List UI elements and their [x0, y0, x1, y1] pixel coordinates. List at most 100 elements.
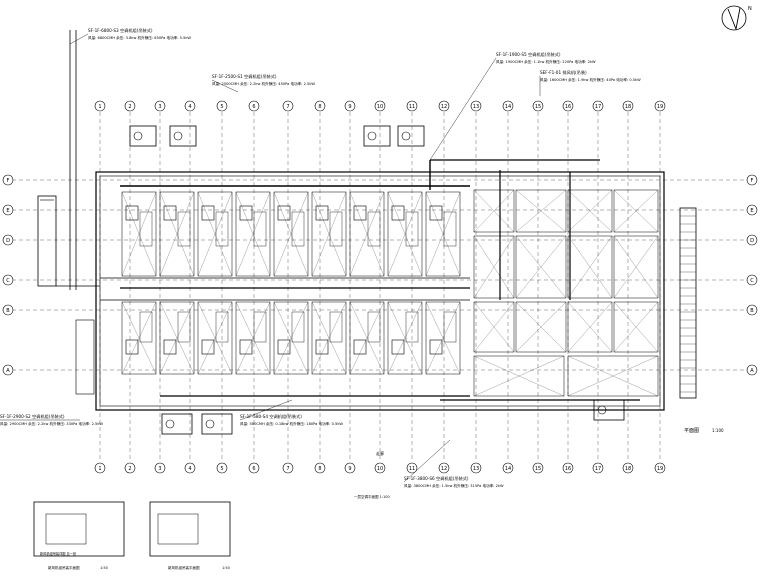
callout-spec: 风量: 2500CMH 余压: 2.2kw 机外静压: 450Pa 电功率: 2… — [212, 81, 315, 86]
service-room — [567, 301, 613, 353]
callout-tag: SF-1F-580-S4 空调机组(吊装式) — [240, 413, 302, 420]
guest-room-lower — [159, 301, 195, 375]
detail-title-2: 新风机组吊装平面图 — [168, 565, 200, 570]
axis-label: A — [6, 368, 10, 374]
room-bed — [291, 211, 305, 247]
axis-bubble-top: 13 — [470, 100, 482, 112]
detail-box — [33, 501, 125, 557]
axis-label: D — [750, 238, 754, 244]
service-room — [567, 189, 613, 233]
axis-bubble-bottom: 7 — [282, 462, 294, 474]
ceiling-diagonal — [311, 191, 347, 277]
axis-label: F — [751, 178, 754, 184]
axis-label: 10 — [377, 104, 383, 110]
leader-line — [211, 79, 239, 93]
room-bed — [329, 211, 343, 247]
service-room — [515, 189, 567, 233]
ahu-unit — [363, 125, 391, 147]
axis-bubble-left: E — [2, 204, 14, 216]
ceiling-diagonal — [567, 301, 613, 353]
room-bed — [253, 211, 267, 247]
ceiling-diagonal — [613, 189, 659, 233]
room-bed — [443, 311, 457, 343]
axis-label: 14 — [505, 104, 511, 110]
detail-unit — [45, 513, 87, 545]
ceiling-diagonal — [567, 235, 613, 299]
bathroom-fixture — [429, 339, 443, 355]
bathroom-fixture — [201, 205, 215, 221]
axis-label: 10 — [377, 466, 383, 472]
bathroom-fixture — [315, 205, 329, 221]
callout-spec: 风量: 3800CMH 余压: 1.5kw 机外静压: 315Pa 电功率: 2… — [404, 483, 504, 488]
service-room — [613, 301, 659, 353]
axis-label: E — [6, 208, 9, 214]
ceiling-diagonal — [473, 301, 515, 353]
axis-bubble-bottom: 11 — [406, 462, 418, 474]
axis-label: 11 — [409, 466, 415, 472]
bathroom-fixture — [315, 339, 329, 355]
callout-spec: 风量: 1900CMH 余压: 1.1kw 机外静压: 220Pa 电功率: 2… — [496, 59, 596, 64]
room-bed — [405, 211, 419, 247]
guest-room-lower — [311, 301, 347, 375]
axis-bubble-left: A — [2, 364, 14, 376]
axis-bubble-right: B — [746, 304, 758, 316]
guest-room-upper — [311, 191, 347, 277]
axis-label: 6 — [252, 104, 255, 110]
axis-bubble-top: 2 — [124, 100, 136, 112]
guest-room-lower — [235, 301, 271, 375]
axis-label: 18 — [625, 466, 631, 472]
guest-room-lower — [121, 301, 157, 375]
axis-bubble-bottom: 1 — [94, 462, 106, 474]
ahu-unit — [161, 413, 193, 435]
ceiling-diagonal — [235, 191, 271, 277]
axis-bubble-top: 16 — [562, 100, 574, 112]
leader-line — [239, 399, 293, 421]
service-room — [613, 189, 659, 233]
axis-bubble-top: 11 — [406, 100, 418, 112]
detail-title-1: 新风机组吊装平面图 — [48, 565, 80, 570]
axis-bubble-top: 7 — [282, 100, 294, 112]
axis-label: 18 — [625, 104, 631, 110]
axis-bubble-bottom: 13 — [470, 462, 482, 474]
guest-room-upper — [273, 191, 309, 277]
axis-label: 7 — [286, 104, 289, 110]
ceiling-diagonal — [197, 191, 233, 277]
ahu-unit — [593, 399, 625, 421]
guest-room-upper — [235, 191, 271, 277]
room-bed — [443, 211, 457, 247]
detail-note: 新风机组吊装详图 见一张 — [40, 551, 77, 556]
service-room — [567, 355, 659, 397]
callout-spec: 风量: 2900CMH 余压: 2.2kw 机外静压: 330Pa 电功率: 2… — [0, 421, 103, 426]
service-room — [473, 355, 565, 397]
ceiling-diagonal — [473, 235, 515, 299]
axis-bubble-left: F — [2, 174, 14, 186]
room-bed — [177, 211, 191, 247]
axis-bubble-bottom: 18 — [622, 462, 634, 474]
ceiling-diagonal — [159, 301, 195, 375]
axis-bubble-bottom: 9 — [344, 462, 356, 474]
axis-bubble-right: A — [746, 364, 758, 376]
stair-outline — [679, 207, 697, 399]
service-room — [473, 301, 515, 353]
axis-bubble-top: 14 — [502, 100, 514, 112]
callout-tag: SF-1F-1900-S5 空调机组(吊装式) — [496, 51, 561, 58]
axis-label: B — [750, 308, 754, 314]
equipment-column — [75, 319, 95, 395]
axis-bubble-bottom: 8 — [314, 462, 326, 474]
equipment-callout: SF-1F-2900-S2 空调机组(吊装式)风量: 2900CMH 余压: 2… — [0, 413, 103, 426]
bathroom-fixture — [201, 339, 215, 355]
axis-bubble-left: D — [2, 234, 14, 246]
room-bed — [405, 311, 419, 343]
axis-label: 19 — [657, 104, 663, 110]
axis-label: 6 — [252, 466, 255, 472]
ceiling-diagonal — [567, 189, 613, 233]
room-bed — [367, 211, 381, 247]
axis-label: 7 — [286, 466, 289, 472]
axis-bubble-bottom: 5 — [216, 462, 228, 474]
axis-bubble-top: 18 — [622, 100, 634, 112]
axis-label: 17 — [595, 466, 601, 472]
axis-bubble-right: C — [746, 274, 758, 286]
axis-label: 5 — [220, 104, 223, 110]
room-bed — [291, 311, 305, 343]
room-bed — [139, 211, 153, 247]
